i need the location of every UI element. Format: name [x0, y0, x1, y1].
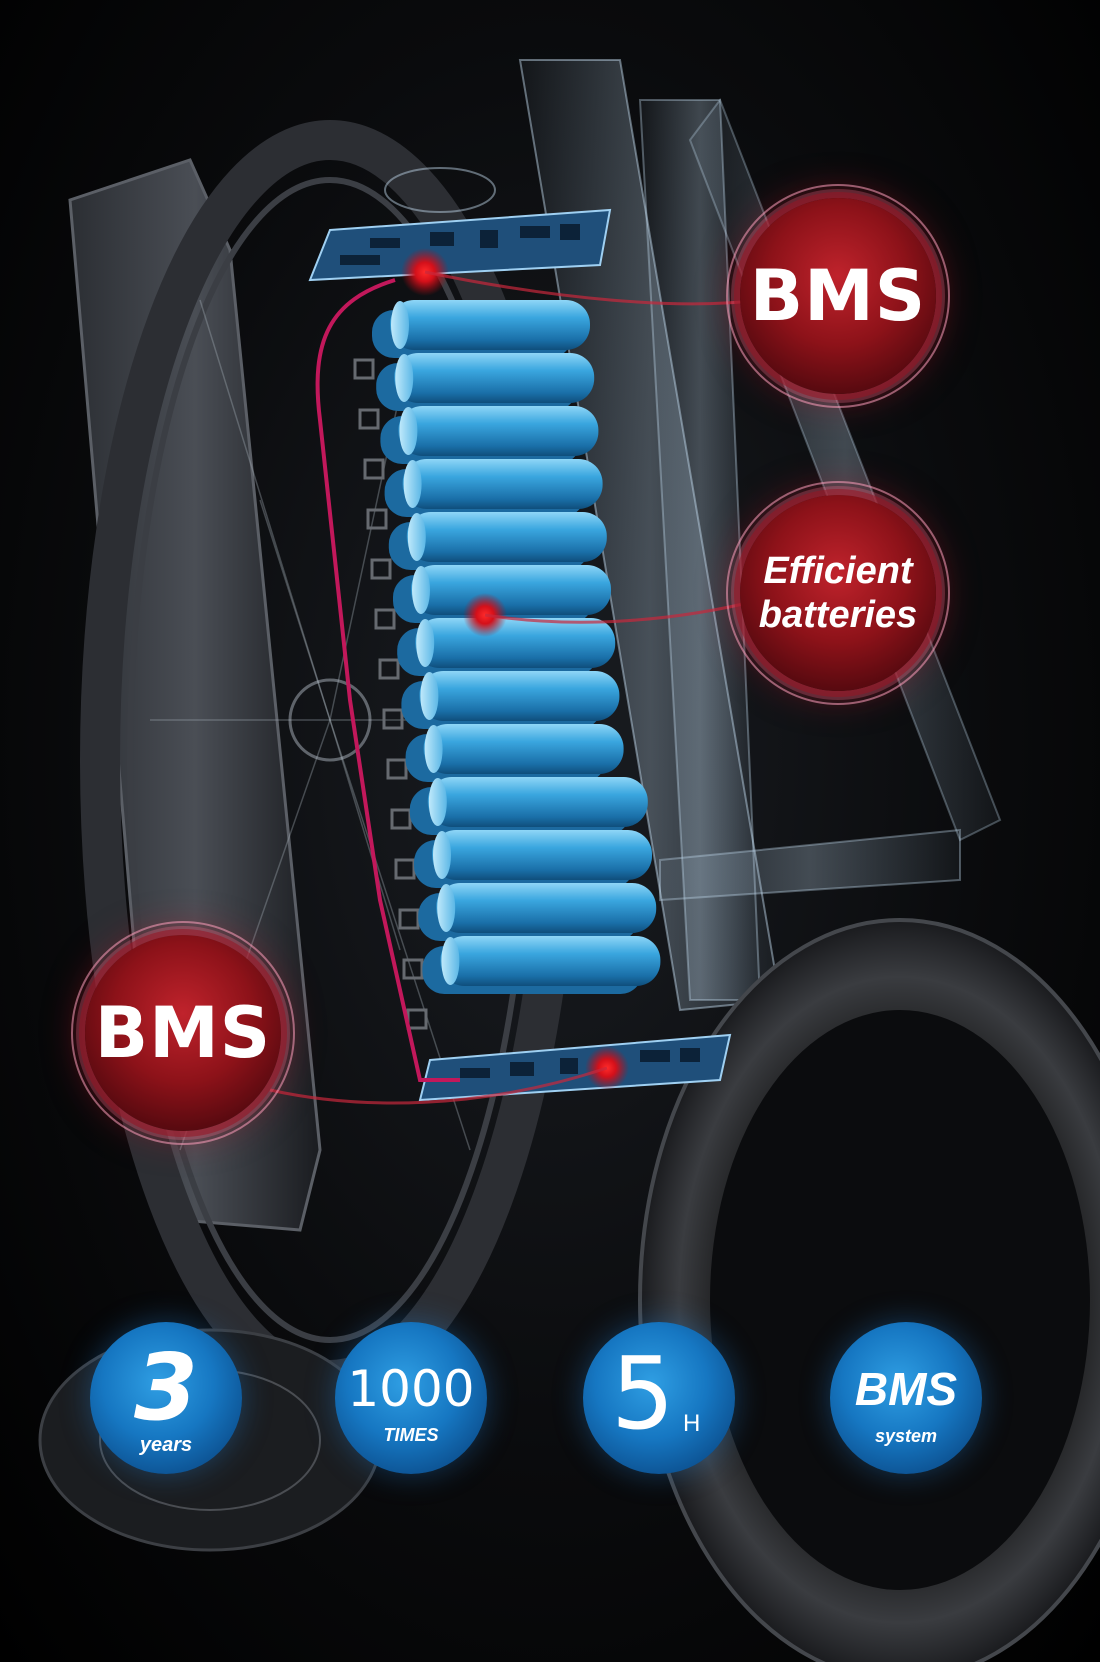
battery-cell-cap — [416, 619, 435, 667]
battery-cell — [440, 936, 661, 986]
callout-bms-left-label: BMS — [94, 992, 272, 1074]
badge-bms-system: BMS system — [830, 1322, 982, 1474]
battery-cell-cap — [407, 513, 426, 561]
badge-cycles-value: 1000 — [347, 1360, 475, 1418]
badge-warranty-value: 3 — [133, 1334, 198, 1441]
badge-bms-system-unit: system — [874, 1426, 938, 1446]
badge-warranty-unit: years — [139, 1434, 193, 1456]
badge-warranty: 3 years — [90, 1322, 242, 1474]
battery-cell — [394, 353, 595, 403]
battery-cell — [427, 777, 648, 827]
battery-cell — [432, 830, 652, 880]
bottom-bms-board — [418, 1033, 732, 1102]
battery-cell — [419, 671, 620, 721]
battery-cell-cap — [412, 566, 430, 614]
battery-cell-cap — [441, 937, 460, 985]
battery-cell-cap — [420, 672, 439, 720]
battery-cell-cap — [403, 460, 422, 508]
callout-efficient-label: Efficient batteries — [758, 550, 918, 636]
badge-charge-time: 5 H — [583, 1322, 735, 1474]
badge-bms-system-value: BMS — [854, 1363, 958, 1415]
callout-bms-top-label: BMS — [749, 255, 927, 337]
badge-cycles-unit: TIMES — [383, 1425, 439, 1445]
battery-cell — [406, 512, 607, 562]
battery-cell — [411, 565, 611, 615]
badge-charge-time-unit: H — [683, 1410, 701, 1437]
battery-cell-cap — [437, 884, 456, 932]
battery-cell-cap — [428, 778, 447, 826]
top-bms-board — [308, 208, 612, 282]
callout-bms-top: BMS — [726, 184, 950, 408]
callout-bms-left: BMS — [71, 921, 295, 1145]
battery-cell-stack — [372, 300, 661, 994]
battery-cell-cap — [395, 354, 414, 402]
battery-cell — [436, 883, 657, 933]
badge-cycles: 1000 TIMES — [335, 1322, 487, 1474]
battery-cell-cap — [391, 301, 409, 349]
battery-cell — [415, 618, 616, 668]
battery-cell — [402, 459, 603, 509]
battery-cell — [398, 406, 599, 456]
wire — [315, 278, 460, 1082]
battery-cell — [423, 724, 624, 774]
badge-charge-time-value: 5 — [611, 1335, 675, 1452]
battery-cell-cap — [433, 831, 451, 879]
battery-cell-cap — [424, 725, 443, 773]
battery-cell — [390, 300, 590, 350]
callout-efficient-batteries: Efficient batteries — [726, 481, 950, 705]
battery-cell-cap — [399, 407, 418, 455]
